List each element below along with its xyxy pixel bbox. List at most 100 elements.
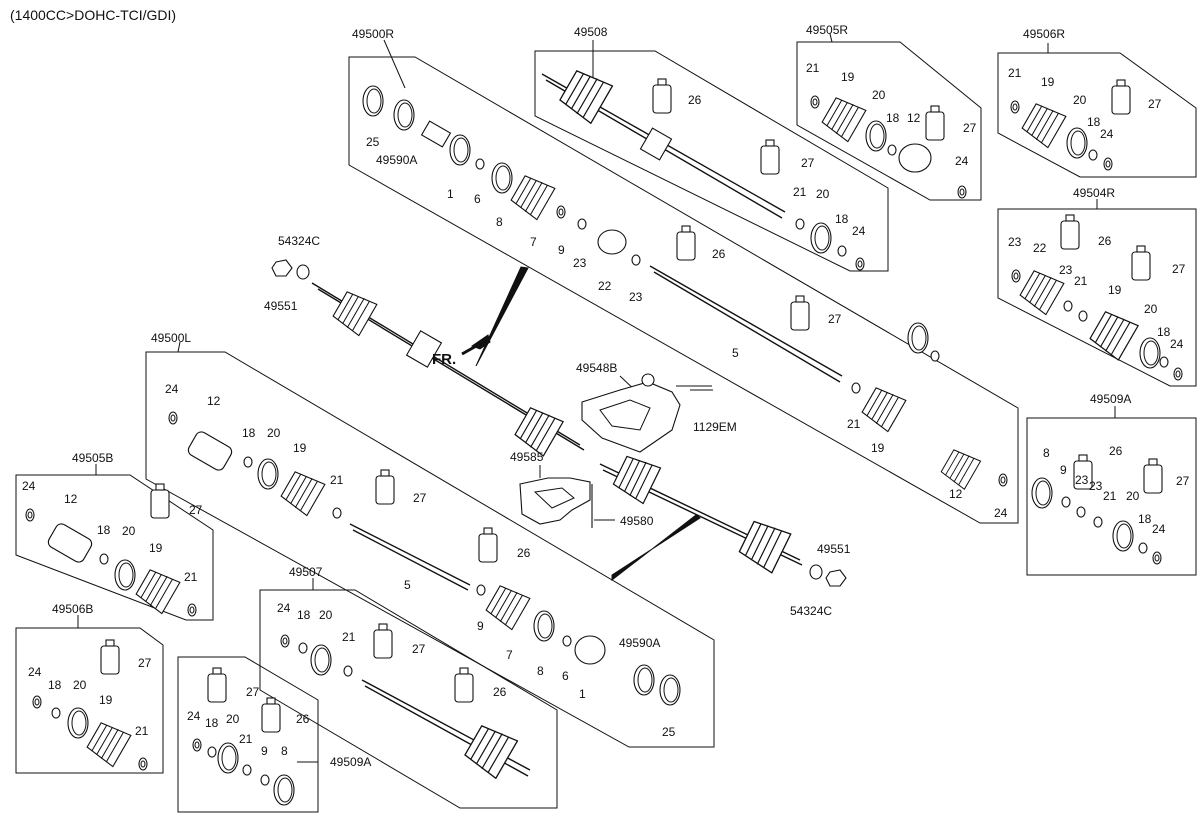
- callout-9-49500L: 9: [477, 619, 484, 633]
- callout-21: 21: [847, 417, 861, 431]
- callout-26: 26: [712, 247, 726, 261]
- callout-24-49509A-b: 24: [187, 709, 201, 723]
- callout-21-49504R: 21: [1074, 274, 1088, 288]
- callout-27-49504R: 27: [1172, 262, 1186, 276]
- outline-49508: [534, 50, 889, 272]
- assembly-label-49500R: 49500R: [352, 27, 394, 41]
- callout-24-49508: 24: [852, 224, 866, 238]
- callout-18-49504R: 18: [1157, 325, 1171, 339]
- callout-20-49500L: 20: [267, 426, 281, 440]
- outline-49506B: [15, 627, 164, 774]
- callout-23b: 23: [629, 290, 643, 304]
- callout-20-49506R: 20: [1073, 93, 1087, 107]
- assembly-49506B-parts: [32, 639, 148, 771]
- callout-25: 25: [366, 135, 380, 149]
- callout-21-49506R: 21: [1008, 66, 1022, 80]
- callout-27-49509A-r: 27: [1176, 474, 1190, 488]
- outline-49507: [259, 589, 558, 809]
- leader-lines: [77, 33, 1116, 763]
- assembly-49504R-parts: [1011, 214, 1183, 381]
- callout-12-49500L: 12: [207, 394, 221, 408]
- assembly-49507-parts: [280, 623, 531, 779]
- callout-18-49506B: 18: [48, 678, 62, 692]
- callout-27-49500L: 27: [413, 491, 427, 505]
- callout-26-49500L: 26: [517, 546, 531, 560]
- assembly-label-49505R: 49505R: [806, 23, 848, 37]
- callout-5: 5: [732, 346, 739, 360]
- callout-24-49500L: 24: [165, 382, 179, 396]
- callout-19: 19: [871, 441, 885, 455]
- assembly-49500R-parts: [362, 85, 1008, 490]
- callout-7-49500L: 7: [506, 648, 513, 662]
- callout-27-49508: 27: [801, 156, 815, 170]
- assembly-label-49500L: 49500L: [151, 331, 191, 345]
- callout-8: 8: [496, 215, 503, 229]
- callout-6-49500L: 6: [562, 669, 569, 683]
- callout-27-49506B: 27: [138, 656, 152, 670]
- callout-24-49506B: 24: [28, 665, 42, 679]
- callout-9-49509A-r: 9: [1060, 463, 1067, 477]
- callout-25-49500L: 25: [662, 725, 676, 739]
- callout-24-49509A-r: 24: [1152, 522, 1166, 536]
- callout-20-49509A-r: 20: [1126, 489, 1140, 503]
- callout-21-49507: 21: [342, 630, 356, 644]
- callout-19-49506R: 19: [1041, 75, 1055, 89]
- callout-20-49508: 20: [816, 187, 830, 201]
- callout-24-49505B: 24: [22, 479, 36, 493]
- assembly-label-49506B: 49506B: [52, 602, 93, 616]
- callout-26-49504R: 26: [1098, 234, 1112, 248]
- callout-20-49506B: 20: [73, 678, 87, 692]
- callout-8-49509A-b: 8: [281, 744, 288, 758]
- assembly-49508-parts: [541, 66, 865, 271]
- callout-8-49509A-r: 8: [1043, 446, 1050, 460]
- outline-49504R: [997, 208, 1197, 387]
- front-direction-label: FR.: [432, 351, 456, 368]
- callout-18-49505B: 18: [97, 523, 111, 537]
- callout-20-49507: 20: [319, 608, 333, 622]
- assembly-label-49507: 49507: [289, 565, 323, 579]
- callout-18-49509A-r: 18: [1138, 512, 1152, 526]
- callout-24: 24: [994, 506, 1008, 520]
- callout-5-49500L: 5: [404, 578, 411, 592]
- callout-54324C-bottom: 54324C: [790, 604, 832, 618]
- callout-6: 6: [474, 192, 481, 206]
- assembly-label-49509A-bottom: 49509A: [330, 755, 371, 769]
- callout-49580: 49580: [620, 514, 654, 528]
- callout-20-49505R: 20: [872, 88, 886, 102]
- callout-22-49504R: 22: [1033, 241, 1047, 255]
- outline-49505B: [15, 474, 214, 621]
- callout-8-49500L: 8: [537, 664, 544, 678]
- callout-24-49507: 24: [277, 601, 291, 615]
- callout-27-49505R: 27: [963, 121, 977, 135]
- callout-19-49506B: 19: [99, 693, 113, 707]
- callout-49551-top: 49551: [264, 299, 298, 313]
- callout-26-49508: 26: [688, 93, 702, 107]
- assembly-label-49505B: 49505B: [72, 451, 113, 465]
- main-drive-shaft: [311, 282, 803, 574]
- callout-9: 9: [558, 243, 565, 257]
- callout-27-49507: 27: [412, 642, 426, 656]
- assembly-49506R-parts: [1010, 79, 1131, 171]
- callout-1-49500L: 1: [579, 687, 586, 701]
- assembly-label-49509A-right: 49509A: [1090, 392, 1131, 406]
- hub-nut-right: [809, 564, 847, 587]
- callout-26-49507: 26: [493, 685, 507, 699]
- assembly-49500L-parts: [168, 411, 681, 706]
- callout-18-49505R: 18: [886, 111, 900, 125]
- callout-27-49506R: 27: [1148, 97, 1162, 111]
- assembly-49509A-right-parts: [1031, 454, 1163, 565]
- outline-49505R: [796, 41, 982, 201]
- callout-26-49509A-b: 26: [296, 712, 310, 726]
- callout-18-49506R: 18: [1087, 115, 1101, 129]
- callout-18-49509A-b: 18: [205, 716, 219, 730]
- callout-21-49509A-b: 21: [239, 732, 253, 746]
- callout-20-49509A-b: 20: [226, 712, 240, 726]
- engine-spec-title: (1400CC>DOHC-TCI/GDI): [10, 7, 177, 23]
- callout-21-49505B: 21: [184, 570, 198, 584]
- assembly-label-49504R: 49504R: [1073, 186, 1115, 200]
- callout-18-49508: 18: [835, 212, 849, 226]
- assembly-label-49508: 49508: [574, 25, 608, 39]
- outline-49500R: [348, 56, 1019, 524]
- callout-23-49504R: 23: [1008, 235, 1022, 249]
